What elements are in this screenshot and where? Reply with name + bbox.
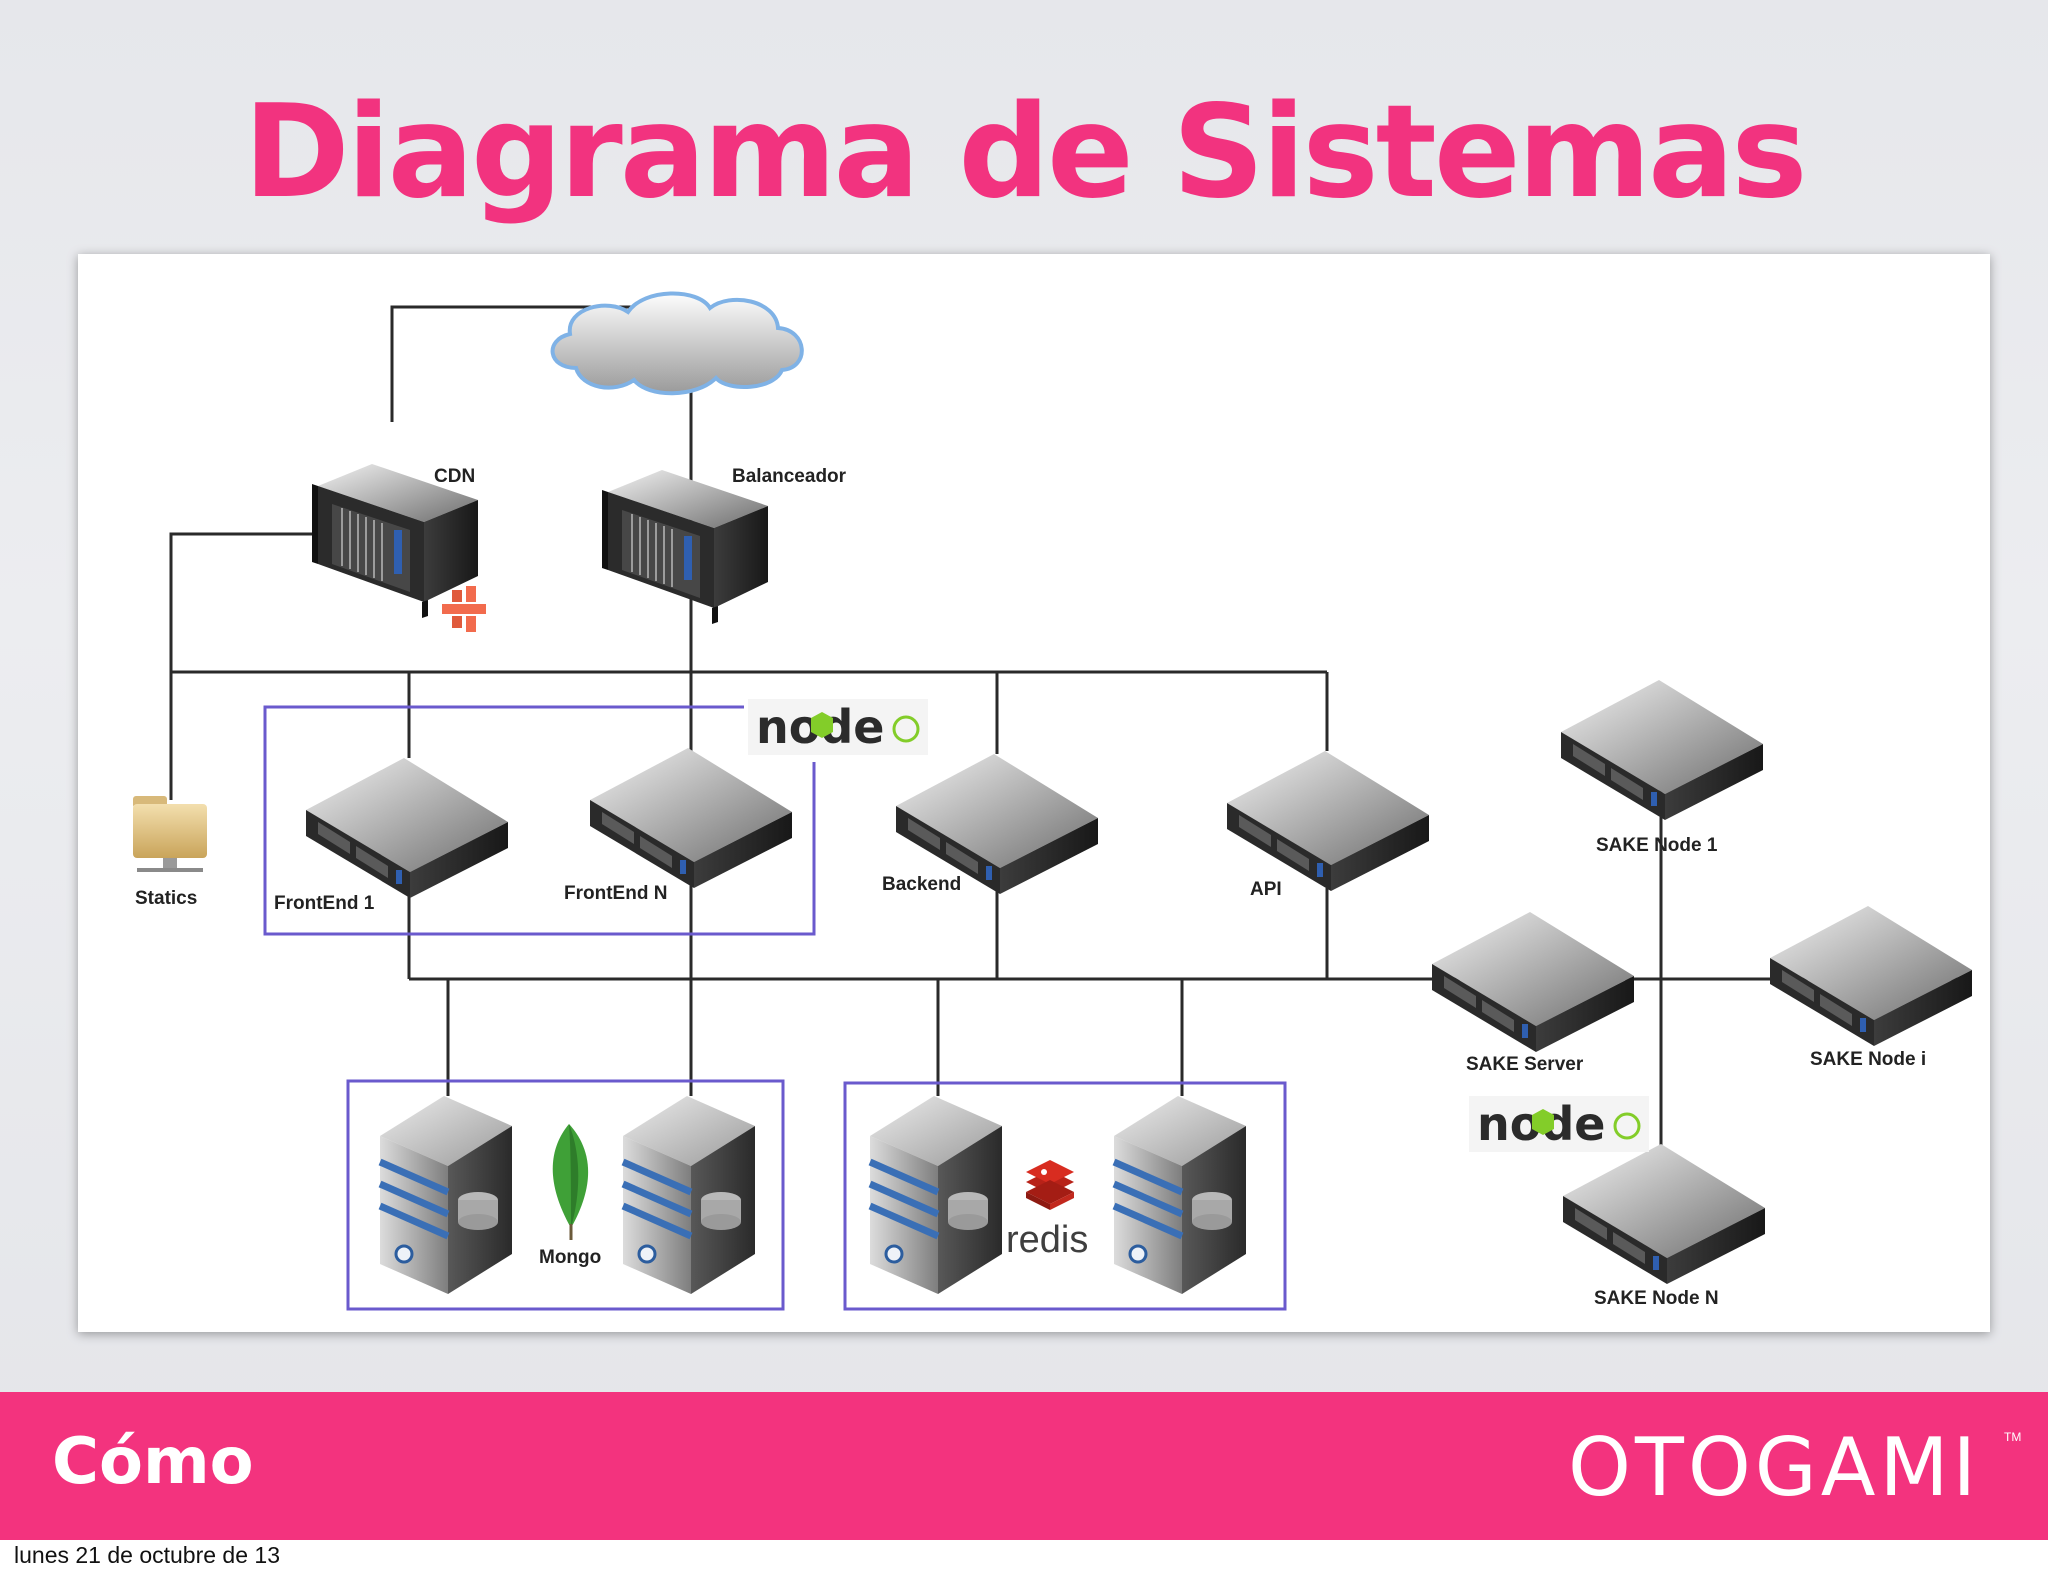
cdn-server-icon: [312, 464, 478, 618]
api-server-icon: [1227, 751, 1429, 891]
redis-server-2-icon: [1112, 1096, 1246, 1294]
frontend1-server-icon: [306, 758, 508, 898]
svg-text:redis: redis: [1006, 1219, 1088, 1261]
sake-nodei-server-icon: [1770, 906, 1972, 1046]
mongodb-leaf-icon: [552, 1124, 589, 1240]
sake-noden-server-icon: [1563, 1144, 1765, 1284]
system-diagram: CDN: [133, 291, 1972, 1311]
footer-bar: Cómo OTOGAMI TM: [0, 1392, 2048, 1540]
sake-noden-label: SAKE Node N: [1594, 1288, 1719, 1309]
backend-label: Backend: [882, 874, 961, 895]
mongo-db-server-2-icon: [621, 1096, 755, 1294]
sake-server-label: SAKE Server: [1466, 1054, 1584, 1075]
diagram-panel: CDN: [78, 254, 1990, 1332]
slide-title: Diagrama de Sistemas: [243, 78, 1807, 227]
frontendn-server-icon: [590, 748, 792, 888]
nodejs-logo-sake: node: [1469, 1096, 1649, 1152]
redis-group-box: [843, 1081, 1287, 1311]
mongo-group-box: [346, 1079, 785, 1311]
brand-logo: OTOGAMI: [1568, 1421, 1981, 1514]
statics-folder-icon: [133, 796, 207, 872]
mongo-label: Mongo: [539, 1247, 601, 1268]
slide: Diagrama de Sistemas: [0, 0, 2048, 1540]
internet-cloud-icon: [550, 291, 804, 396]
frontend1-label: FrontEnd 1: [274, 893, 375, 914]
cdn-label: CDN: [434, 466, 475, 487]
aws-cloudfront-icon: [442, 586, 486, 632]
section-label: Cómo: [52, 1425, 254, 1499]
balancer-label: Balanceador: [732, 466, 847, 487]
group-boxes: [263, 705, 1287, 1311]
trademark-mark: TM: [2004, 1430, 2022, 1444]
sake-server-icon: [1432, 912, 1634, 1052]
mongo-db-server-1-icon: [378, 1096, 512, 1294]
redis-server-1-icon: [868, 1096, 1002, 1294]
api-label: API: [1250, 879, 1282, 900]
frontendn-label: FrontEnd N: [564, 883, 667, 904]
frontend-group-box: [263, 705, 816, 936]
connectors: [169, 305, 1971, 1154]
sake-node1-server-icon: [1561, 680, 1763, 820]
date-label: lunes 21 de octubre de 13: [14, 1542, 280, 1568]
nodejs-logo-frontend: node: [748, 699, 928, 755]
sake-nodei-label: SAKE Node i: [1810, 1049, 1926, 1070]
backend-server-icon: [896, 754, 1098, 894]
sake-node1-label: SAKE Node 1: [1596, 835, 1718, 856]
cdn-to-statics-line: [169, 532, 319, 800]
redis-logo: redis: [1006, 1160, 1088, 1261]
balancer-server-icon: [602, 470, 768, 624]
statics-label: Statics: [135, 888, 197, 909]
